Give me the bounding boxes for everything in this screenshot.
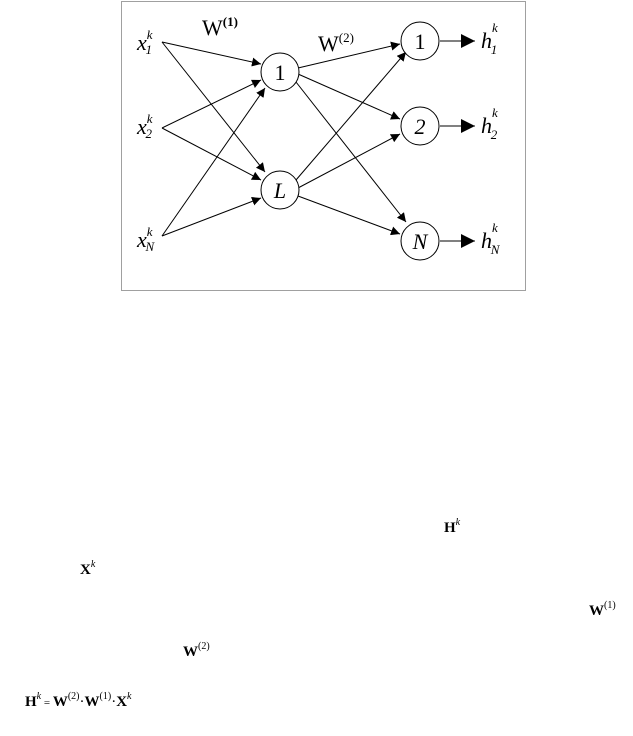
connections bbox=[161, 41, 407, 237]
symbol-W-1: W(1) bbox=[589, 600, 616, 619]
symbol-H-k: Hk bbox=[444, 517, 461, 536]
hidden-node-1: 1 bbox=[260, 52, 300, 92]
symbol-W-2: W(2) bbox=[183, 641, 210, 660]
weight-label-1: W(1) bbox=[202, 14, 238, 40]
edge-h1-o1 bbox=[297, 41, 401, 69]
output-arrows bbox=[440, 34, 475, 248]
edge-hL-o2 bbox=[297, 133, 401, 189]
output-node-label: 1 bbox=[415, 29, 426, 54]
edge-xN-hL bbox=[161, 197, 262, 237]
hidden-node-label: L bbox=[273, 178, 286, 203]
output-node-label: N bbox=[412, 229, 429, 254]
output-layer: 1 2 N bbox=[400, 21, 440, 261]
diagram-frame bbox=[121, 1, 526, 291]
output-node-1: 1 bbox=[400, 21, 440, 61]
edge-h1-oN bbox=[295, 81, 407, 223]
edge-xN-h1 bbox=[161, 87, 266, 237]
symbol-X-k: Xk bbox=[80, 559, 96, 578]
weight-label-2: W(2) bbox=[318, 30, 354, 56]
edge-hL-oN bbox=[297, 195, 401, 236]
weight-labels: W(1) W(2) bbox=[202, 14, 354, 56]
edge-x1-hL bbox=[161, 41, 266, 173]
hidden-node-label: 1 bbox=[275, 60, 286, 85]
edge-x1-h1 bbox=[161, 41, 262, 67]
hidden-layer: 1 L bbox=[260, 52, 300, 210]
hidden-node-L: L bbox=[260, 170, 300, 210]
edge-hL-o1 bbox=[295, 51, 407, 181]
output-node-label: 2 bbox=[415, 114, 426, 139]
equation: Hk = W(2)·W(1)·Xk bbox=[25, 691, 132, 710]
output-node-2: 2 bbox=[400, 106, 440, 146]
output-node-N: N bbox=[400, 221, 440, 261]
edge-h1-o2 bbox=[297, 73, 401, 120]
edge-x2-h1 bbox=[161, 79, 262, 129]
edge-x2-hL bbox=[161, 127, 262, 181]
